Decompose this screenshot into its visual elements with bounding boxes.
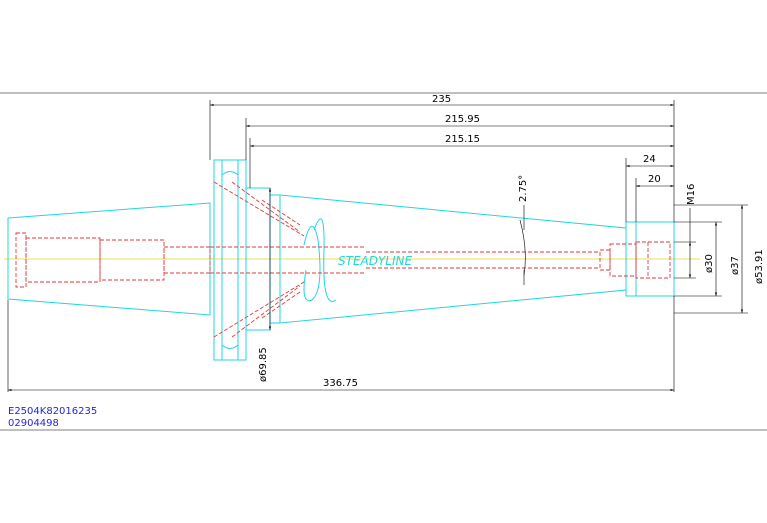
dim-dia-53-91: ø53.91	[754, 249, 765, 284]
part-number: 02904498	[8, 418, 59, 429]
tool-outline	[7, 159, 675, 361]
item-code: E2504K82016235	[8, 406, 98, 417]
dim-215-95: 215.95	[445, 114, 480, 125]
dimension-lines	[7, 100, 748, 392]
frame-lines	[0, 92, 767, 431]
dim-24: 24	[643, 154, 656, 165]
dim-m16: M16	[686, 184, 697, 205]
hidden-features	[15, 181, 671, 338]
dim-dia-69-85: ø69.85	[258, 347, 269, 382]
dim-dia-30: ø30	[704, 254, 715, 273]
dim-235: 235	[432, 94, 451, 105]
dim-20: 20	[648, 174, 661, 185]
dim-angle: 2.75°	[518, 175, 529, 202]
dim-336-75: 336.75	[323, 378, 358, 389]
dim-dia-37: ø37	[730, 256, 741, 275]
brand-text: STEADYLINE	[338, 254, 413, 268]
dim-215-15: 215.15	[445, 134, 480, 145]
